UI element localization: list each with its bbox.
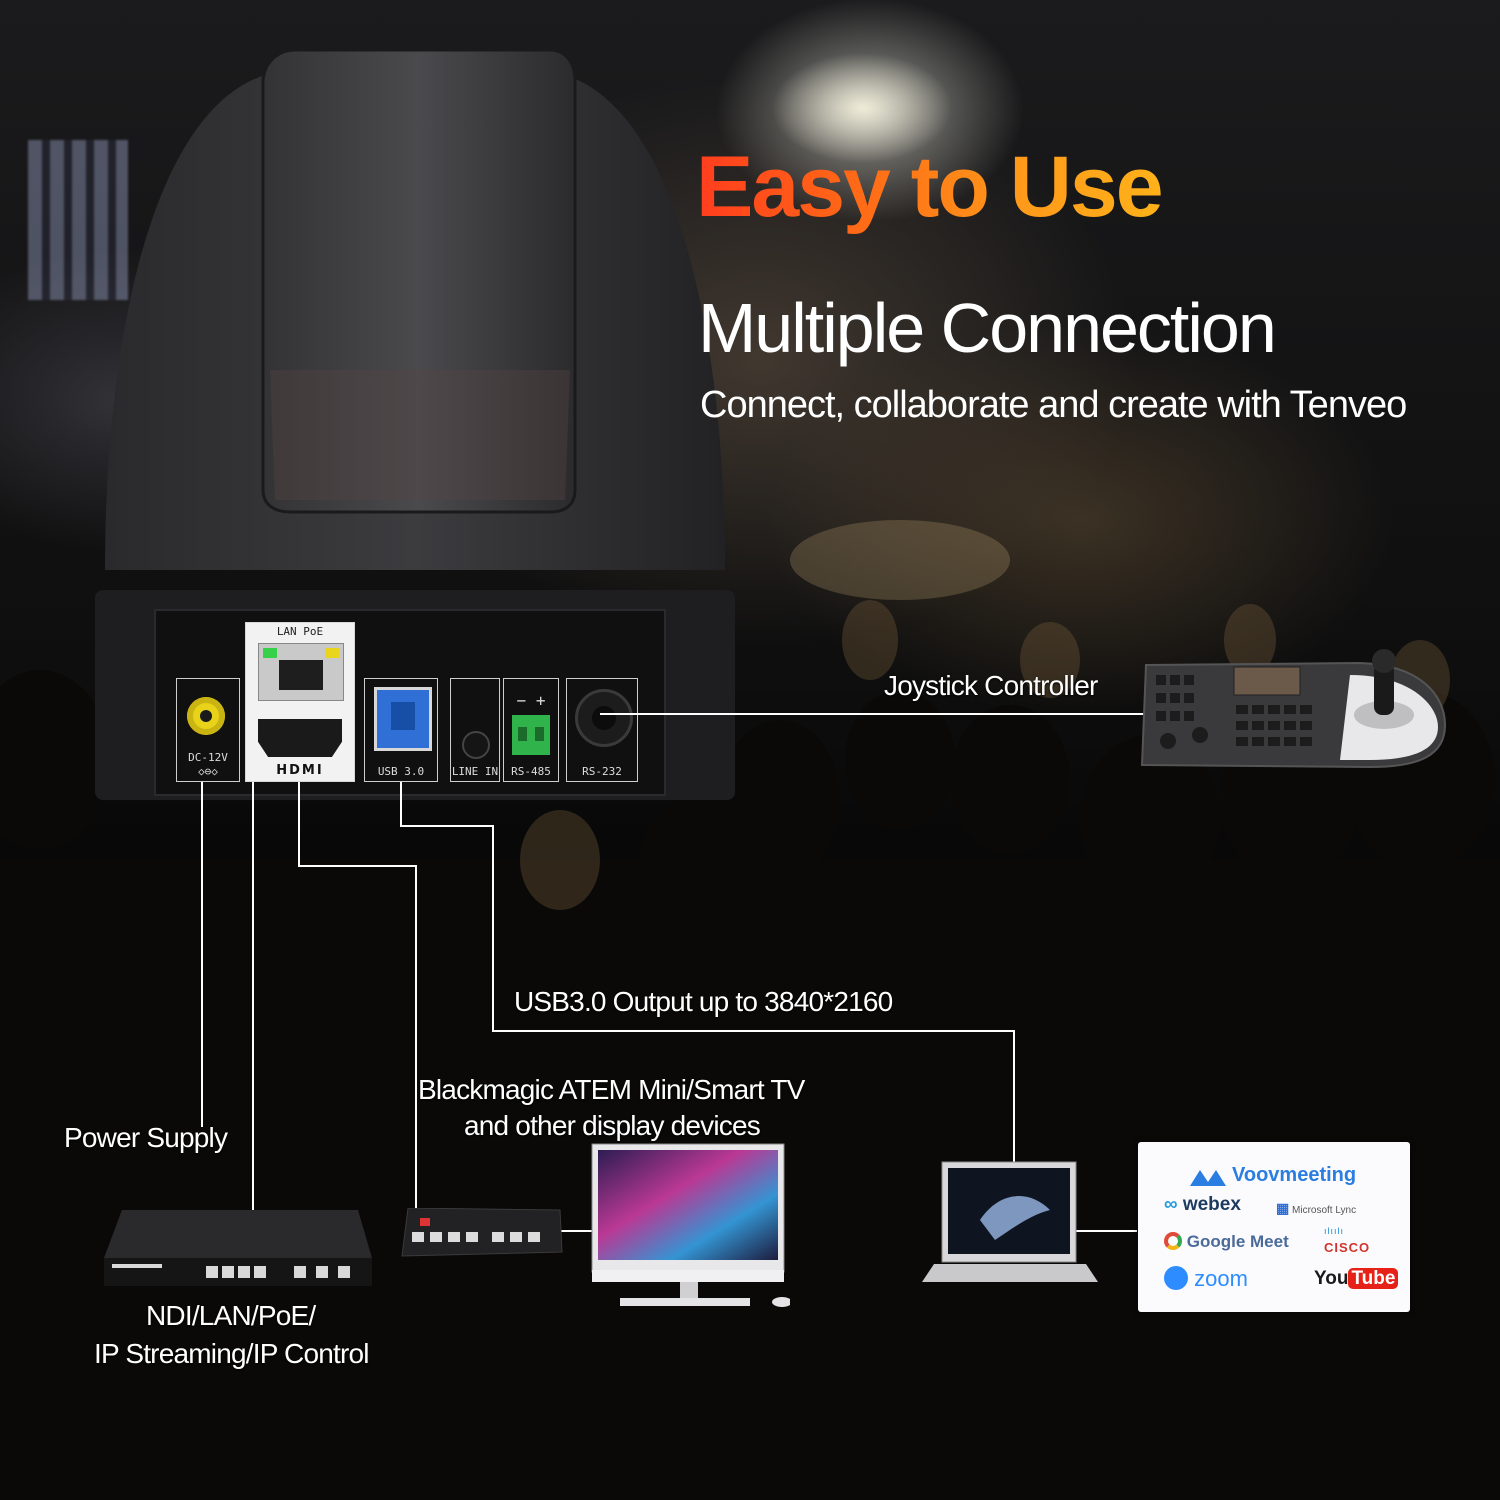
youtube-logo-tube: Tube	[1348, 1268, 1399, 1289]
google-meet-logo: Google Meet	[1164, 1232, 1289, 1252]
usb-port-frame: USB 3.0	[364, 678, 438, 782]
usb-line-vertical-2	[492, 825, 494, 1032]
stage-light	[772, 53, 952, 163]
lync-logo: ▦ Microsoft Lync	[1276, 1200, 1356, 1217]
google-meet-logo-text: Google Meet	[1186, 1232, 1289, 1251]
hdmi-port	[258, 719, 342, 757]
lan-line	[252, 782, 254, 1212]
zoom-icon	[1164, 1266, 1188, 1290]
line-in-port-frame: LINE IN	[450, 678, 500, 782]
laptop-image	[922, 1161, 1098, 1282]
usb-port	[374, 687, 432, 751]
hdmi-line-horizontal	[298, 865, 417, 867]
usb-port-label: USB 3.0	[377, 765, 425, 778]
lan-hdmi-port-frame: LAN PoE HDMI	[245, 622, 355, 782]
usb-line-horizontal-2	[492, 1030, 1015, 1032]
switcher-to-monitor-line	[560, 1230, 594, 1232]
usb-line-horizontal-1	[400, 825, 494, 827]
hdmi-line-vertical-1	[298, 782, 300, 866]
usb-output-label: USB3.0 Output up to 3840*2160	[514, 986, 893, 1017]
dc-polarity-symbol: ◇⊖◇	[198, 765, 218, 778]
line-in-jack	[462, 731, 490, 759]
google-meet-icon	[1164, 1232, 1182, 1250]
conferencing-apps-card: Voovmeeting ∞ webex ▦ Microsoft Lync Goo…	[1138, 1142, 1410, 1312]
display-label-line1: Blackmagic ATEM Mini/Smart TV	[418, 1074, 805, 1105]
network-switch-image	[104, 1210, 372, 1286]
rs232-line	[600, 713, 1148, 715]
lan-port	[258, 643, 344, 701]
youtube-logo-you: You	[1314, 1268, 1349, 1289]
webex-icon: ∞	[1164, 1194, 1178, 1215]
lync-logo-text: Microsoft Lync	[1292, 1205, 1357, 1216]
network-label-line1: NDI/LAN/PoE/	[146, 1300, 316, 1331]
voov-logo-icon	[1190, 1170, 1226, 1186]
webex-logo: ∞ webex	[1164, 1194, 1241, 1216]
joystick-label: Joystick Controller	[884, 670, 1098, 701]
controller-screen	[1233, 666, 1301, 696]
stage-glow	[790, 520, 1010, 600]
usb-line-vertical-1	[400, 782, 402, 826]
lync-icon: ▦	[1276, 1200, 1290, 1216]
voov-logo-text: Voovmeeting	[1232, 1164, 1357, 1186]
rs485-label: RS-485	[511, 765, 551, 778]
lan-led-yellow	[325, 648, 339, 658]
zoom-logo: zoom	[1164, 1266, 1248, 1292]
display-label-line2: and other display devices	[464, 1110, 761, 1141]
hdmi-line-vertical-2	[415, 865, 417, 1215]
rs485-polarity: − +	[516, 691, 546, 710]
line-in-label: LINE IN	[451, 765, 499, 778]
rs485-port-frame: − + RS-485	[503, 678, 559, 782]
usb-line-vertical-3	[1013, 1030, 1015, 1162]
joystick-controller-image	[1140, 649, 1447, 769]
camera-head	[261, 50, 577, 514]
cisco-bars-icon: ılıılı	[1324, 1226, 1345, 1236]
power-supply-label: Power Supply	[64, 1122, 228, 1153]
rj45-socket	[279, 660, 323, 690]
zoom-logo-text: zoom	[1194, 1266, 1248, 1291]
dc-port-frame: DC-12V ◇⊖◇	[176, 678, 240, 782]
headline: Easy to Use	[696, 139, 1164, 235]
rs232-label: RS-232	[582, 765, 622, 778]
rs232-port-frame: RS-232	[566, 678, 638, 782]
lan-port-label: LAN PoE	[276, 625, 324, 638]
lan-led-green	[263, 648, 277, 658]
monitor-image	[591, 1143, 790, 1307]
rs485-terminal	[512, 715, 550, 755]
tagline: Connect, collaborate and create with Ten…	[700, 384, 1407, 426]
laptop-to-apps-line	[1075, 1230, 1137, 1232]
rs232-din-port	[575, 689, 633, 747]
webex-logo-text: webex	[1182, 1194, 1241, 1215]
hdmi-port-label: HDMI	[276, 763, 324, 778]
power-line	[201, 782, 203, 1127]
stage-screen-background	[28, 140, 128, 300]
cisco-logo-text: CISCO	[1324, 1240, 1371, 1255]
atem-switcher-image	[401, 1208, 563, 1257]
dc-jack	[187, 697, 225, 735]
dc-port-label: DC-12V	[188, 751, 228, 764]
network-label-line2: IP Streaming/IP Control	[94, 1338, 370, 1369]
subhead: Multiple Connection	[698, 289, 1277, 367]
joystick-stick	[1374, 663, 1394, 715]
camera-head-window	[270, 370, 570, 500]
